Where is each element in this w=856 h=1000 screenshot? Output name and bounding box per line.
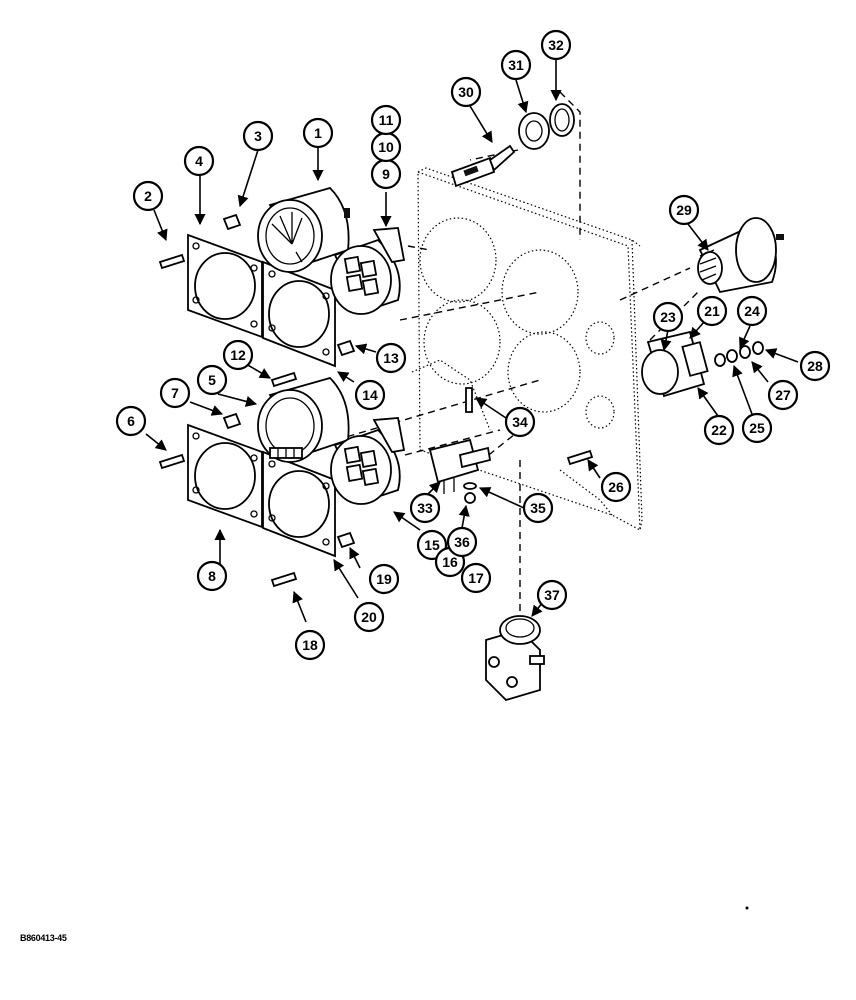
svg-text:1: 1: [314, 125, 322, 141]
callout-13: 13: [375, 342, 407, 374]
svg-text:15: 15: [424, 537, 440, 553]
callout-28: 28: [799, 350, 831, 382]
leader-lines: [145, 60, 799, 623]
callout-31: 31: [500, 49, 532, 81]
screws: [158, 213, 594, 588]
bezel-plate-8: [187, 423, 263, 529]
digital-gauge: [257, 376, 350, 463]
stray-mark: [745, 906, 749, 910]
callout-32: 32: [540, 29, 572, 61]
callout-27: 27: [767, 379, 799, 411]
svg-text:17: 17: [468, 570, 484, 586]
svg-text:31: 31: [508, 57, 524, 73]
svg-text:24: 24: [744, 303, 760, 319]
indicator-cluster-upper: [330, 227, 406, 315]
flasher-module: [428, 438, 492, 494]
svg-text:3: 3: [254, 128, 262, 144]
svg-text:12: 12: [230, 347, 246, 363]
callout-24: 24: [736, 295, 768, 327]
callout-20: 20: [353, 601, 385, 633]
callout-22: 22: [703, 414, 735, 446]
callout-4: 4: [183, 145, 215, 177]
svg-text:22: 22: [711, 422, 727, 438]
svg-text:28: 28: [807, 358, 823, 374]
callout-17: 17: [460, 562, 492, 594]
callout-9: 9: [370, 158, 402, 190]
callout-37: 37: [536, 579, 568, 611]
callout-26: 26: [600, 471, 632, 503]
svg-text:33: 33: [417, 500, 433, 516]
switch-washer: [549, 103, 575, 137]
svg-text:7: 7: [171, 385, 179, 401]
callout-35: 35: [522, 492, 554, 524]
svg-text:10: 10: [378, 139, 394, 155]
svg-text:11: 11: [379, 112, 394, 128]
switch-nut: [518, 112, 550, 150]
svg-text:29: 29: [676, 202, 692, 218]
callout-29: 29: [668, 194, 700, 226]
svg-text:19: 19: [376, 571, 392, 587]
callout-8: 8: [196, 560, 228, 592]
svg-text:26: 26: [608, 479, 624, 495]
svg-text:36: 36: [454, 534, 470, 550]
callout-36: 36: [446, 526, 478, 558]
callout-1: 1: [302, 117, 334, 149]
svg-text:35: 35: [530, 500, 546, 516]
callout-21: 21: [696, 295, 728, 327]
bezel-plate-20: [262, 450, 336, 558]
callout-10: 10: [370, 131, 402, 163]
svg-text:25: 25: [749, 420, 765, 436]
svg-text:6: 6: [127, 413, 135, 429]
callout-2: 2: [132, 180, 164, 212]
svg-text:37: 37: [544, 587, 560, 603]
callout-3: 3: [242, 120, 274, 152]
callout-14: 14: [354, 379, 386, 411]
drawing-code: B860413-45: [20, 933, 67, 943]
svg-text:21: 21: [704, 303, 720, 319]
ignition-switch: [697, 217, 784, 294]
callout-33: 33: [409, 492, 441, 524]
instrument-panel: [411, 167, 643, 532]
svg-text:14: 14: [362, 387, 378, 403]
bezel-plate-4: [187, 233, 263, 339]
buzzer-unit: [485, 615, 545, 702]
callout-5: 5: [196, 364, 228, 396]
svg-text:5: 5: [208, 372, 216, 388]
callout-30: 30: [450, 76, 482, 108]
svg-text:18: 18: [302, 637, 318, 653]
svg-text:27: 27: [775, 387, 791, 403]
svg-text:23: 23: [660, 309, 676, 325]
svg-text:32: 32: [548, 37, 564, 53]
callout-23: 23: [652, 301, 684, 333]
svg-text:16: 16: [442, 554, 458, 570]
callout-25: 25: [741, 412, 773, 444]
callout-11: 11: [370, 104, 402, 136]
indicator-cluster-lower: [330, 417, 406, 505]
callout-12: 12: [222, 339, 254, 371]
callout-7: 7: [159, 377, 191, 409]
rotary-switch: [641, 330, 764, 398]
ignition-key: [450, 144, 516, 188]
assembly-lines: [335, 91, 701, 615]
svg-text:13: 13: [383, 350, 399, 366]
callout-34: 34: [504, 406, 536, 438]
bezel-plate-14: [262, 260, 336, 368]
svg-text:30: 30: [458, 84, 474, 100]
svg-text:8: 8: [208, 568, 216, 584]
callout-19: 19: [368, 563, 400, 595]
svg-text:34: 34: [512, 414, 528, 430]
callout-6: 6: [115, 405, 147, 437]
svg-text:9: 9: [382, 166, 390, 182]
svg-text:4: 4: [195, 153, 203, 169]
svg-text:20: 20: [361, 609, 377, 625]
svg-text:2: 2: [144, 188, 152, 204]
callout-18: 18: [294, 629, 326, 661]
